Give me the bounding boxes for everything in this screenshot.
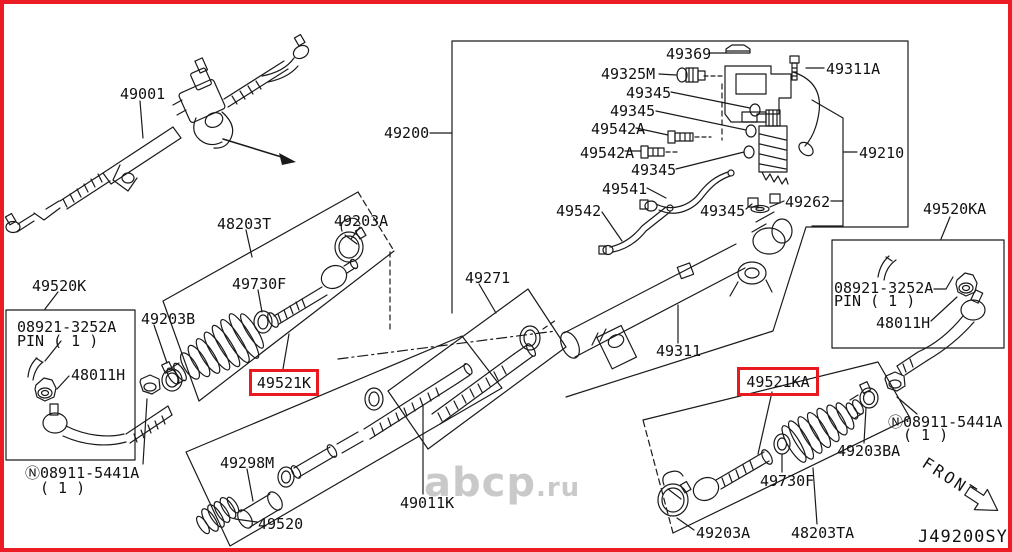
highlight-box-49521KA[interactable]: 49521KA xyxy=(737,367,819,396)
part-label: 49541 xyxy=(602,180,648,198)
main-assembly-box xyxy=(451,40,909,398)
rack-housing-drawing xyxy=(560,211,793,370)
part-label: 49311 xyxy=(656,342,702,360)
part-label: 49210 xyxy=(859,144,905,162)
part-label: Ⓝ08911-5441A xyxy=(888,413,1003,431)
part-label: 49325M xyxy=(601,65,656,83)
part-label: 48011H xyxy=(71,366,126,384)
leader-lines xyxy=(44,52,958,531)
part-label: 49203B xyxy=(141,310,196,328)
part-label: 49520KA xyxy=(923,200,987,218)
part-label: 49730F xyxy=(232,275,287,293)
valve-assembly-drawing xyxy=(598,44,844,256)
part-label: 49345 xyxy=(631,161,677,179)
part-label: 48203TA xyxy=(791,524,855,542)
part-label: 49203BA xyxy=(837,442,901,460)
watermark: abcp.ru xyxy=(424,460,580,506)
part-label: 49203A xyxy=(334,212,389,230)
part-label: 08921-3252A xyxy=(17,318,117,336)
left-box-assembly xyxy=(5,309,183,461)
part-label: 49203A xyxy=(696,524,751,542)
left-tie-rod-assembly xyxy=(166,217,367,386)
part-label: 49345 xyxy=(700,202,746,220)
part-label: 49542A xyxy=(580,144,635,162)
part-label: 49730F xyxy=(760,472,815,490)
assembled-gear-drawing xyxy=(4,33,310,234)
part-label: 49298M xyxy=(220,454,275,472)
part-label: 49001 xyxy=(120,85,166,103)
highlight-box-49521K[interactable]: 49521K xyxy=(249,369,319,396)
part-label: PIN ( 1 ) xyxy=(17,332,99,350)
part-label: 49011K xyxy=(400,494,455,512)
watermark-main: abcp xyxy=(424,460,536,506)
part-label: 49369 xyxy=(666,45,712,63)
part-label: PIN ( 1 ) xyxy=(834,292,916,310)
right-box-assembly xyxy=(831,239,1005,376)
part-label: 49262 xyxy=(785,193,831,211)
part-label: ( 1 ) xyxy=(903,426,949,444)
part-label: 49520 xyxy=(258,515,304,533)
part-label: 49345 xyxy=(610,102,656,120)
part-label: 49520K xyxy=(32,277,87,295)
part-label: 49311A xyxy=(826,60,881,78)
diagram-code: J49200SY xyxy=(918,527,1008,547)
part-label: ( 1 ) xyxy=(40,479,86,497)
part-label: Ⓝ08911-5441A xyxy=(25,464,140,482)
part-label: 48011H xyxy=(876,314,931,332)
part-label: 08921-3252A xyxy=(834,279,934,297)
part-label: 48203T xyxy=(217,215,272,233)
part-label: 49542 xyxy=(556,202,602,220)
bottom-right-assembly xyxy=(657,371,906,517)
bottom-rod-assembly xyxy=(196,363,473,535)
part-label: 49542A xyxy=(591,120,646,138)
watermark-suffix: .ru xyxy=(535,473,581,503)
part-label: 49271 xyxy=(465,269,511,287)
direction-arrow xyxy=(222,138,296,165)
rack-bar-drawing xyxy=(431,319,557,425)
part-label: 49345 xyxy=(626,84,672,102)
part-label: 49200 xyxy=(384,124,430,142)
